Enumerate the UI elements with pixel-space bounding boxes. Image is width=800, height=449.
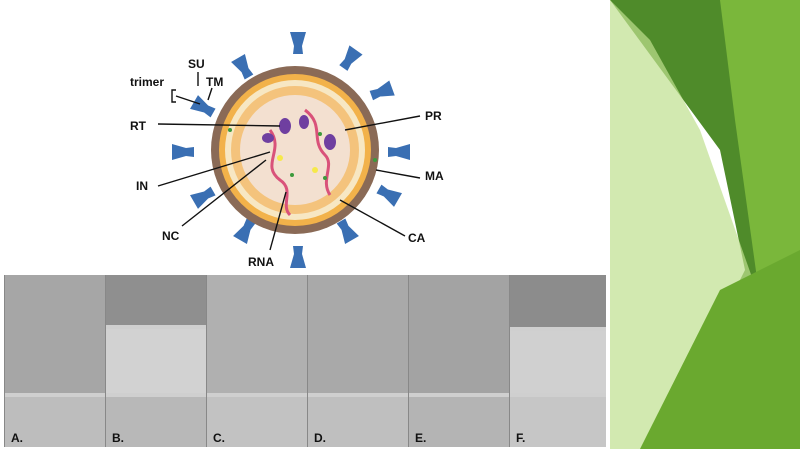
- micrograph-bottom-a: [5, 397, 105, 447]
- micrograph-top-f: [510, 275, 606, 327]
- micrograph-mid-b: [106, 329, 206, 393]
- micrograph-top-e: [409, 275, 509, 393]
- micrograph-top-d: [308, 275, 408, 393]
- micrograph-top-a: [5, 275, 105, 393]
- micrograph-bottom-b: [106, 397, 206, 447]
- label-trimer: trimer: [130, 75, 164, 89]
- spikes: [172, 32, 410, 268]
- rna-strand-2: [304, 108, 332, 196]
- label-ca: CA: [408, 231, 426, 245]
- label-pr: PR: [425, 109, 442, 123]
- micrograph-panel-c: C.: [206, 275, 307, 447]
- green-shape-mid: [640, 250, 800, 449]
- core: [240, 95, 350, 205]
- label-tm: TM: [206, 75, 223, 89]
- micrograph-bottom-d: [308, 397, 408, 447]
- micrograph-panel-d: D.: [307, 275, 408, 447]
- label-rna: RNA: [248, 255, 274, 269]
- micrograph-bottom-c: [207, 397, 307, 447]
- label-ma: MA: [425, 169, 444, 183]
- micrograph-panel-b: B.: [105, 275, 206, 447]
- annotations: [157, 72, 421, 251]
- micrograph-bottom-e: [409, 397, 509, 447]
- micrograph-label-c: C.: [213, 431, 225, 445]
- micrograph-label-f: F.: [516, 431, 526, 445]
- micrograph-label-b: B.: [112, 431, 124, 445]
- label-in: IN: [136, 179, 148, 193]
- micrograph-bottom-f: [510, 397, 606, 447]
- virion-diagram: SU TM trimer RT PR IN MA NC CA RNA: [130, 32, 444, 269]
- micrograph-panel-e: E.: [408, 275, 509, 447]
- small-particles: [228, 128, 377, 180]
- micrograph-label-d: D.: [314, 431, 326, 445]
- micrograph-mid-f: [510, 331, 606, 393]
- label-rt: RT: [130, 119, 147, 133]
- micrograph-label-a: A.: [11, 431, 23, 445]
- rna-strand-1: [268, 129, 292, 217]
- enzymes: [262, 115, 336, 150]
- label-nc: NC: [162, 229, 180, 243]
- micrograph-panel-a: A.: [4, 275, 105, 447]
- micrograph-top-b: [106, 275, 206, 325]
- label-su: SU: [188, 57, 205, 71]
- micrograph-top-c: [207, 275, 307, 393]
- micrograph-panel-f: F.: [509, 275, 606, 447]
- micrograph-label-e: E.: [415, 431, 427, 445]
